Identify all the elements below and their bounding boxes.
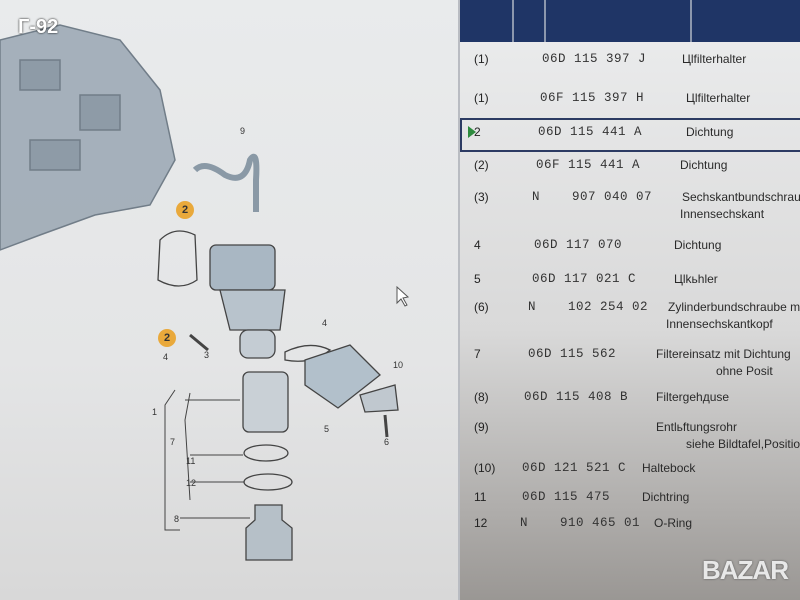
row-position: (8) [474,390,489,404]
row-part-number: 06D 117 070 [534,238,623,252]
callout-9[interactable]: 9 [240,126,245,136]
row-description: Sechskantbundschraube [682,190,800,204]
row-part-number: 06D 121 521 C [522,461,627,475]
callout-4a[interactable]: 4 [163,352,168,362]
engine-block [0,24,176,251]
row-part-number: N 907 040 07 [532,190,653,204]
row-position: (10) [474,461,496,475]
callout-badge-2[interactable]: 2 [176,201,194,219]
row-description: Zylinderbundschraube m [668,300,800,314]
seal-ring-11 [243,444,289,462]
selected-row-highlight [460,118,800,152]
callout-11[interactable]: 11 [186,456,195,466]
row-part-number: N 102 254 02 [528,300,649,314]
callout-badge-2-alt[interactable]: 2 [158,329,176,347]
mouse-cursor-icon [396,285,410,307]
row-part-number: N 910 465 01 [520,516,641,530]
row-position: 4 [474,238,481,252]
row-description-line2: Innensechskantkopf [666,317,773,331]
gasket-2 [157,230,198,287]
o-ring-12 [243,473,293,491]
row-part-number: 06D 115 397 J [542,52,647,66]
row-position: 7 [474,347,481,361]
row-description-line2: siehe Bildtafel,Position [686,437,800,451]
exploded-parts-diagram: 9 4 3 4 10 5 6 1 7 11 12 8 [0,24,410,561]
callout-4[interactable]: 4 [322,318,327,328]
row-position: 12 [474,516,488,530]
filter-cap [245,504,293,561]
header-col-1[interactable] [460,0,514,42]
callout-6[interactable]: 6 [384,437,389,447]
row-position: (3) [474,190,489,204]
row-description: Haltebock [642,461,696,475]
row-description-line2: ohne Posit [716,364,773,378]
callout-8[interactable]: 8 [174,514,179,524]
row-part-number: 06D 115 441 A [538,125,643,139]
filter-element [242,371,289,433]
row-position: 2 [474,125,481,139]
row-part-number: 06D 117 021 C [532,272,637,286]
bazar-logo: BAZAR [702,555,789,585]
row-position: (1) [474,52,489,66]
row-description: Entlьftungsrohr [656,420,737,434]
row-description: Filtergehдuse [656,390,730,404]
row-description: Цlfilterhalter [686,91,751,105]
row-description: O-Ring [654,516,693,530]
row-description: Цlkьhler [674,272,718,286]
seal-4 [284,344,332,362]
row-part-number: 06D 115 475 [522,490,611,504]
oil-cooler [304,344,381,409]
vent-pipe [192,153,260,212]
table-header [460,0,800,42]
row-position: (9) [474,420,489,434]
header-col-2[interactable] [514,0,546,42]
callout-1[interactable]: 1 [152,407,157,417]
parts-table: (1) 06D 115 397 J Цlfilterhalter (1) 06F 115… [458,0,800,600]
bracket-10 [359,384,399,413]
row-part-number: 06D 115 408 B [524,390,629,404]
row-description: Dichtung [674,238,722,252]
row-position: 5 [474,272,481,286]
row-description: Цlfilterhalter [682,52,747,66]
header-col-3[interactable] [546,0,692,42]
callout-5[interactable]: 5 [324,424,329,434]
watermark: Г-92 [18,16,59,38]
row-description: Filtereinsatz mit Dichtung [656,347,791,361]
row-position: (1) [474,91,489,105]
callout-7[interactable]: 7 [170,437,175,447]
row-description: Dichtung [686,125,734,139]
row-part-number: 06F 115 397 H [540,91,645,105]
row-position: (6) [474,300,489,314]
filter-housing [209,244,276,291]
row-pointer-icon [468,126,476,138]
row-part-number: 06D 115 562 [528,347,617,361]
callout-12[interactable]: 12 [186,478,196,488]
row-description-line2: Innensechskant [680,207,765,221]
row-position: (2) [474,158,489,172]
row-description: Dichtring [642,490,690,504]
callout-3[interactable]: 3 [204,350,209,360]
row-part-number: 06F 115 441 A [536,158,641,172]
row-position: 11 [474,490,487,504]
callout-10[interactable]: 10 [393,360,403,370]
row-description: Dichtung [680,158,728,172]
diagram-panel: 9 4 3 4 10 5 6 1 7 11 12 8 2 2 Г-92 [0,0,458,600]
